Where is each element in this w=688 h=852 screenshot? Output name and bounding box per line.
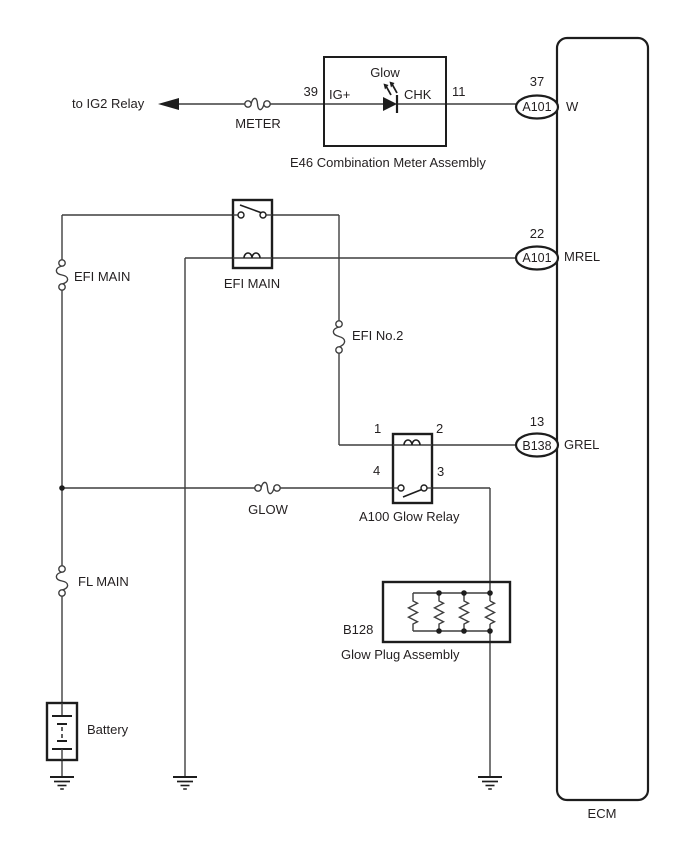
efi-main-relay-label: EFI MAIN: [223, 276, 281, 291]
meter-pin-11: 11: [452, 84, 466, 99]
glow-relay-pin-4: 4: [373, 463, 381, 478]
ecm-terminal-22: 22: [529, 226, 545, 241]
connector-a101-w-label: A101: [522, 100, 552, 114]
efi-no2-fuse-label: EFI No.2: [352, 328, 404, 343]
ground-icon: [478, 776, 502, 790]
ground-icon: [173, 776, 197, 790]
glow-plug-connector-label: B128: [343, 622, 374, 637]
efi-main-fuse-label: EFI MAIN: [74, 269, 131, 284]
efi-no2-fuse-icon: [332, 320, 346, 354]
fl-main-fuse-icon: [55, 565, 69, 597]
ig2-arrow-icon: [158, 98, 179, 110]
glow-relay-box: [391, 432, 434, 505]
efi-main-relay-box: [231, 198, 274, 270]
glow-indicator-label: Glow: [370, 65, 400, 80]
ground-icon: [50, 776, 74, 790]
to-ig2-relay-label: to IG2 Relay: [72, 96, 145, 111]
fl-main-fuse-label: FL MAIN: [78, 574, 129, 589]
combination-meter-box: [323, 56, 447, 147]
glow-relay-pin-1: 1: [374, 421, 382, 436]
ecm-box: [555, 36, 650, 802]
connector-oval-a101-mrel: [514, 245, 560, 271]
battery-label: Battery: [87, 722, 129, 737]
glow-fuse-icon: [254, 481, 281, 495]
wires: [61, 103, 517, 777]
ecm-terminal-37: 37: [529, 74, 545, 89]
glow-relay-pin-2: 2: [436, 421, 444, 436]
relay-coil-icon: [233, 252, 272, 259]
junction-dot: [59, 485, 65, 491]
connector-oval-a101-w: [514, 94, 560, 120]
glow-led-icon: [383, 81, 399, 113]
meter-fuse-label: METER: [235, 116, 281, 131]
resistor-icon: [483, 600, 497, 625]
combination-meter-label: E46 Combination Meter Assembly: [290, 155, 486, 170]
relay-switch-icon: [393, 484, 432, 498]
ecm-pin-grel-label: GREL: [564, 437, 600, 452]
meter-pin-39: 39: [303, 84, 318, 99]
relay-switch-icon: [237, 204, 267, 219]
connector-oval-b138-grel: [514, 432, 560, 458]
resistor-icon: [432, 593, 446, 631]
connector-a101-mrel-label: A101: [522, 251, 552, 265]
relay-coil-icon: [393, 439, 432, 446]
connector-b138-label: B138: [522, 439, 552, 453]
battery-icon: [45, 701, 79, 762]
efi-main-fuse-icon: [55, 259, 69, 291]
ecm-pin-w-label: W: [566, 99, 579, 114]
meter-pin-chk-label: CHK: [404, 87, 432, 102]
junction-dots: [436, 590, 493, 634]
ecm-label: ECM: [587, 806, 617, 821]
meter-fuse-icon: [244, 97, 271, 111]
glow-plug-assembly-box: [381, 580, 512, 644]
glow-relay-label: A100 Glow Relay: [359, 509, 460, 524]
glow-plug-assembly-label: Glow Plug Assembly: [341, 647, 460, 662]
glow-fuse-label: GLOW: [248, 502, 288, 517]
ecm-terminal-13: 13: [529, 414, 545, 429]
meter-pin-ig-label: IG+: [329, 87, 351, 102]
resistor-icon: [457, 593, 471, 631]
ecm-pin-mrel-label: MREL: [564, 249, 601, 264]
glow-relay-pin-3: 3: [437, 464, 445, 479]
resistor-icon: [406, 593, 420, 631]
